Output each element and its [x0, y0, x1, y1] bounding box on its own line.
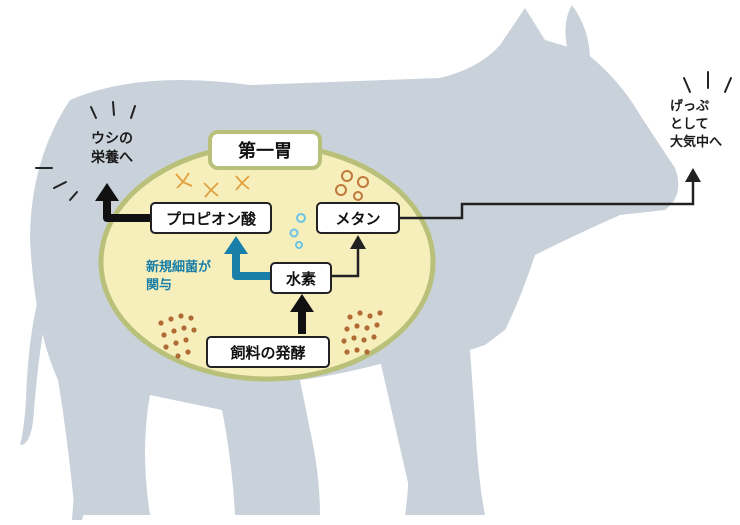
nutrition-label-line1: ウシの	[91, 131, 133, 147]
burp-label: げっぷ として 大気中へ	[670, 98, 736, 152]
arrow-fermentation-to-hydrogen	[290, 294, 314, 334]
stomach-title: 第一胃	[208, 130, 322, 170]
methane-box: メタン	[316, 202, 400, 234]
arrow-to-atmosphere	[399, 168, 701, 220]
sparkle-marks	[175, 172, 250, 198]
hydrogen-box: 水素	[270, 262, 332, 294]
burp-rays	[683, 71, 732, 93]
arrow-hydrogen-to-methane	[325, 235, 366, 278]
propionic-acid-box: プロピオン酸	[150, 202, 272, 234]
feed-fermentation-box: 飼料の発酵	[206, 336, 330, 368]
burp-label-line3: 大気中へ	[670, 135, 723, 150]
hydrogen-bubbles	[289, 213, 306, 249]
methane-bubbles	[335, 170, 369, 201]
new-bacteria-label-line2: 関与	[146, 278, 173, 293]
arrow-hydrogen-to-propionic	[224, 236, 270, 280]
feed-dots	[158, 310, 383, 359]
nutrition-rays	[35, 101, 136, 201]
burp-label-line1: げっぷ	[670, 99, 710, 114]
nutrition-label-line2: 栄養へ	[91, 150, 133, 166]
arrow-to-nutrition	[95, 183, 152, 222]
burp-label-line2: として	[670, 117, 709, 132]
new-bacteria-label: 新規細菌が 関与	[146, 259, 230, 295]
nutrition-label: ウシの 栄養へ	[80, 130, 144, 168]
new-bacteria-label-line1: 新規細菌が	[146, 260, 212, 275]
